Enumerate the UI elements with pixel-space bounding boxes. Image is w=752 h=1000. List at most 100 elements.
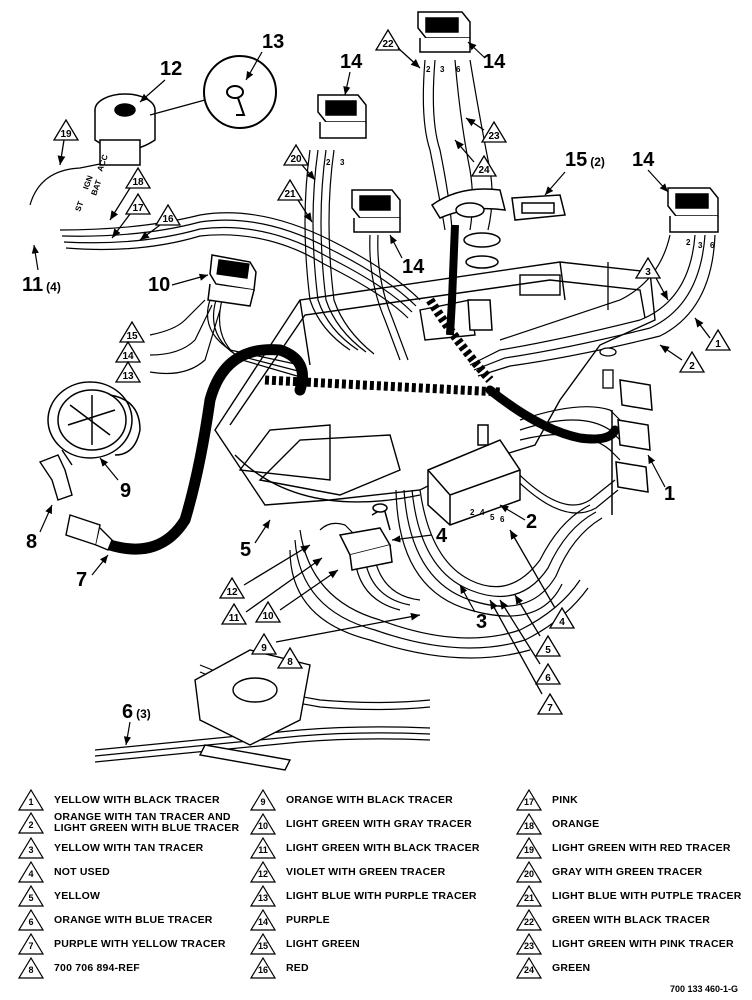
legend-triangle-icon: 10 xyxy=(250,813,276,835)
legend-text: PINK xyxy=(552,793,578,806)
rocker-switch-right xyxy=(667,187,719,233)
term-st: ST xyxy=(73,200,85,213)
legend-text-line: NOT USED xyxy=(54,865,110,878)
legend-text: LIGHT GREEN WITH BLACK TRACER xyxy=(286,842,480,854)
legend-triangle-icon: 17 xyxy=(516,789,542,811)
legend-text: ORANGE WITH BLUE TRACER xyxy=(54,913,213,926)
svg-text:18: 18 xyxy=(132,177,144,188)
legend-item: 17 PINK xyxy=(516,788,578,812)
legend-number: 20 xyxy=(523,869,534,879)
callout-15: 15(2) xyxy=(565,149,605,171)
legend-triangle-icon: 16 xyxy=(250,957,276,979)
legend-triangle-icon: 4 xyxy=(18,861,44,883)
screw-hardware xyxy=(599,262,617,389)
legend-text-line: ORANGE WITH BLUE TRACER xyxy=(54,913,213,926)
legend-number: 8 xyxy=(28,965,34,975)
legend-triangle-icon: 19 xyxy=(516,837,542,859)
legend-text: GREEN WITH BLACK TRACER xyxy=(552,914,710,926)
key-detail-leader xyxy=(149,99,206,116)
tag-18: 18 xyxy=(124,166,152,189)
legend-triangle-icon: 5 xyxy=(18,885,44,907)
legend-triangle-icon: 8 xyxy=(18,957,44,979)
tag-13: 13 xyxy=(114,360,142,383)
legend-triangle-icon: 6 xyxy=(18,909,44,931)
rocker-switch-top xyxy=(417,11,471,53)
svg-text:16: 16 xyxy=(162,214,174,225)
svg-text:17: 17 xyxy=(132,203,144,214)
wire-bundles xyxy=(29,59,716,763)
legend-number: 4 xyxy=(28,869,34,879)
tag-23: 23 xyxy=(480,120,508,143)
callout-14-top: 14 xyxy=(483,51,506,73)
legend-text: GREEN xyxy=(552,961,591,974)
connector-block xyxy=(611,379,653,515)
console-panel xyxy=(214,261,656,506)
legend-triangle-icon: 1 xyxy=(18,789,44,811)
tag-8: 8 xyxy=(276,646,304,669)
legend-number: 5 xyxy=(28,893,34,903)
legend-number: 17 xyxy=(523,797,534,807)
legend-number: 15 xyxy=(257,941,268,951)
tag-4-lower: 4 xyxy=(548,606,576,629)
throttle-lever xyxy=(430,188,506,331)
legend-text-line: GRAY WITH GREEN TRACER xyxy=(552,865,703,878)
legend-number: 22 xyxy=(523,917,534,927)
legend-text-line: LIGHT BLUE WITH PUTPLE TRACER xyxy=(552,889,742,902)
rocker-terminal-labels: 2 3 2 3 6 2 3 6 2 4 5 6 xyxy=(326,65,715,524)
callout-8: 8 xyxy=(26,531,37,553)
legend-number: 16 xyxy=(257,965,268,975)
svg-text:8: 8 xyxy=(287,657,293,668)
legend-number: 23 xyxy=(523,941,534,951)
legend-text: LIGHT GREEN WITH PINK TRACER xyxy=(552,938,734,950)
svg-text:2: 2 xyxy=(689,361,695,372)
legend-number: 6 xyxy=(28,917,34,927)
term-3-top: 3 xyxy=(440,65,445,74)
toggle-switch xyxy=(338,503,393,571)
svg-text:5: 5 xyxy=(545,645,551,656)
tag-10: 10 xyxy=(254,600,282,623)
center-cable xyxy=(446,224,459,336)
legend-text: LIGHT BLUE WITH PURPLE TRACER xyxy=(286,889,477,902)
legend-text: RED xyxy=(286,962,309,974)
svg-text:13: 13 xyxy=(122,371,134,382)
legend-triangle-icon: 15 xyxy=(250,933,276,955)
legend-text: NOT USED xyxy=(54,865,110,878)
term-2-right: 2 xyxy=(686,238,691,247)
callout-6: 6(3) xyxy=(122,701,151,723)
tag-6-lower: 6 xyxy=(534,662,562,685)
callout-13: 13 xyxy=(262,31,284,53)
legend-text-line: ORANGE WITH BLACK TRACER xyxy=(286,793,453,806)
svg-text:12: 12 xyxy=(226,587,238,598)
callout-3: 3 xyxy=(476,611,487,633)
legend-text-line: YELLOW xyxy=(54,889,101,902)
tag-5-lower: 5 xyxy=(534,634,562,657)
legend-text-line: GREEN xyxy=(552,961,591,974)
svg-text:4: 4 xyxy=(559,617,565,628)
svg-text:3: 3 xyxy=(645,267,651,278)
legend-text-line: PINK xyxy=(552,793,578,806)
svg-text:14: 14 xyxy=(122,351,134,362)
tag-24: 24 xyxy=(470,154,498,177)
term-6-box: 6 xyxy=(500,515,505,524)
legend-item: 23 LIGHT GREEN WITH PINK TRACER xyxy=(516,932,734,956)
svg-text:20: 20 xyxy=(290,154,302,165)
svg-text:6: 6 xyxy=(545,673,551,684)
legend-item: 16 RED xyxy=(250,956,309,980)
wire-tags: 19 18 17 16 15 14 13 20 21 22 23 24 3 1 … xyxy=(52,28,732,715)
legend-text-line: LIGHT BLUE WITH PURPLE TRACER xyxy=(286,889,477,902)
legend-text-line: LIGHT GREEN WITH BLUE TRACER xyxy=(54,822,240,834)
harness-clip-detail xyxy=(194,649,311,771)
drawing-part-number: 700 133 460-1-G xyxy=(669,984,738,994)
term-3-right: 3 xyxy=(698,241,703,250)
svg-text:22: 22 xyxy=(382,39,394,50)
svg-text:11: 11 xyxy=(229,613,240,624)
